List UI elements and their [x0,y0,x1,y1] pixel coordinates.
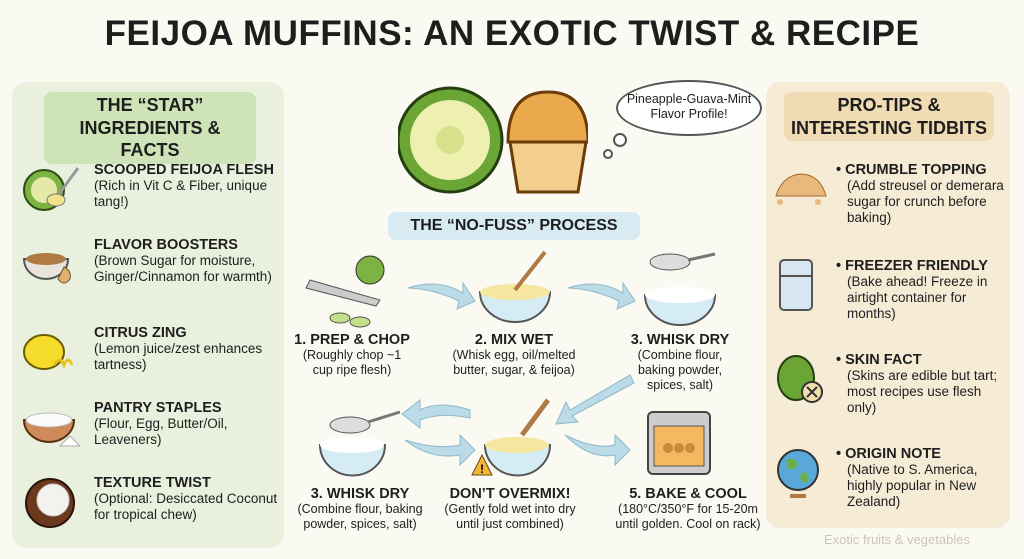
ingredient-desc: (Flour, Egg, Butter/Oil, Leaveners) [94,416,228,448]
process-flow-illustration: ! [305,250,717,477]
feijoa-muffin-illustration [398,86,588,194]
heading-line: INTERESTING TIDBITS [790,117,987,138]
muffin-top-icon [506,90,588,144]
ingredient-title: PANTRY STAPLES [94,400,222,416]
step-desc: (Combine flour, baking powder, spices, s… [637,348,723,392]
ingredient-desc: (Brown Sugar for moisture, Ginger/Cinnam… [94,253,272,285]
tip-desc: (Skins are edible but tart; most recipes… [847,368,998,416]
feijoa-skin-icon [777,355,823,403]
heading-line: PRO-TIPS & [837,95,941,115]
sieve-bowl-icon [318,410,401,477]
step-title: DON’T OVERMIX! [449,486,571,502]
step-desc: (180°C/350°F for 15-20m until golden. Co… [615,502,761,531]
svg-text:!: ! [480,462,484,476]
freezer-icon [779,259,813,311]
tip-title: SKIN FACT [836,352,1010,368]
tip-title: FREEZER FRIENDLY [836,258,1010,274]
watermark: Exotic fruits & vegetables [824,532,970,547]
process-step: 3. WHISK DRY(Combine flour, baking powde… [590,332,770,393]
arrow-icon [404,433,476,467]
arrow-icon [407,281,476,310]
arrow-icon [401,398,471,430]
oven-icon [647,411,711,475]
page-title: FEIJOA MUFFINS: AN EXOTIC TWIST & RECIPE [104,14,920,53]
muffin-wrapper-icon [508,140,588,194]
flavor-thought-bubble: Pineapple-Guava-Mint Flavor Profile! [616,80,762,136]
warning-icon: ! [471,453,493,476]
ingredients-panel: THE “STAR” INGREDIENTS & FACTS SCOOPED F… [12,82,284,548]
step-desc: (Whisk egg, oil/melted butter, sugar, & … [452,348,576,377]
arrow-icon [564,433,631,467]
ingredient-item: TEXTURE TWIST(Optional: Desiccated Cocon… [20,475,284,530]
ingredient-desc: (Lemon juice/zest enhances tartness) [94,341,263,373]
tip-item: SKIN FACT(Skins are edible but tart; mos… [772,352,1010,417]
spatula-bowl-icon [483,398,552,477]
heading-line: THE “STAR” [96,95,204,115]
knife-chop-icon [305,255,385,328]
process-step: 3. WHISK DRY(Combine flour, baking powde… [270,486,450,532]
tip-item: FREEZER FRIENDLY(Bake ahead! Freeze in a… [772,258,1010,323]
thought-bubble-dots-icon [603,133,627,159]
coconut-icon [25,478,75,528]
ingredient-desc: (Rich in Vit C & Fiber, unique tang!) [94,178,268,210]
step-title: 2. MIX WET [474,332,554,348]
tips-panel: PRO-TIPS & INTERESTING TIDBITS CRUMBLE T… [766,82,1010,528]
arrow-icon [555,374,635,425]
heading-line: INGREDIENTS & FACTS [79,117,221,161]
ingredient-desc: (Optional: Desiccated Coconut for tropic… [94,491,278,523]
step-title: 1. PREP & CHOP [294,332,410,348]
process-step: 1. PREP & CHOP(Roughly chop ~1 cup ripe … [262,332,442,378]
arrow-icon [567,281,636,310]
tip-desc: (Bake ahead! Freeze in airtight containe… [847,274,988,322]
globe-icon [777,449,819,498]
process-heading: THE “NO-FUSS” PROCESS [388,212,640,240]
ingredient-title: TEXTURE TWIST [94,475,211,491]
sieve-bowl-icon [643,252,717,326]
ingredients-heading: THE “STAR” INGREDIENTS & FACTS [44,92,256,164]
step-title: 3. WHISK DRY [630,332,730,348]
ingredient-item: SCOOPED FEIJOA FLESH(Rich in Vit C & Fib… [20,162,284,217]
process-step: 2. MIX WET(Whisk egg, oil/melted butter,… [424,332,604,378]
feijoa-spoon-icon [23,167,80,211]
ingredient-item: CITRUS ZING(Lemon juice/zest enhances ta… [20,325,284,380]
whisk-bowl-icon [478,250,552,323]
sugar-ginger-icon [22,253,71,284]
ingredient-title: SCOOPED FEIJOA FLESH [94,162,274,178]
tip-desc: (Native to S. America, highly popular in… [847,462,978,510]
flour-bowl-icon [22,412,80,447]
crumble-icon [775,173,827,205]
process-step: 5. BAKE & COOL(180°C/350°F for 15-20m un… [598,486,778,532]
tip-item: ORIGIN NOTE(Native to S. America, highly… [772,446,1010,511]
lemon-icon [23,334,74,370]
tips-heading: PRO-TIPS & INTERESTING TIDBITS [784,92,994,141]
step-desc: (Roughly chop ~1 cup ripe flesh) [302,348,402,377]
tip-item: CRUMBLE TOPPING(Add streusel or demerara… [772,162,1010,227]
step-desc: (Gently fold wet into dry until just com… [444,502,576,531]
step-title: 3. WHISK DRY [310,486,410,502]
process-step: DON’T OVERMIX!(Gently fold wet into dry … [420,486,600,532]
ingredient-title: CITRUS ZING [94,325,187,341]
step-title: 5. BAKE & COOL [629,486,747,502]
ingredient-title: FLAVOR BOOSTERS [94,237,238,253]
ingredient-item: PANTRY STAPLES(Flour, Egg, Butter/Oil, L… [20,400,284,455]
tip-desc: (Add streusel or demerara sugar for crun… [847,178,1004,226]
tip-title: ORIGIN NOTE [836,446,1010,462]
step-desc: (Combine flour, baking powder, spices, s… [297,502,423,531]
ingredient-item: FLAVOR BOOSTERS(Brown Sugar for moisture… [20,237,284,292]
tip-title: CRUMBLE TOPPING [836,162,1010,178]
